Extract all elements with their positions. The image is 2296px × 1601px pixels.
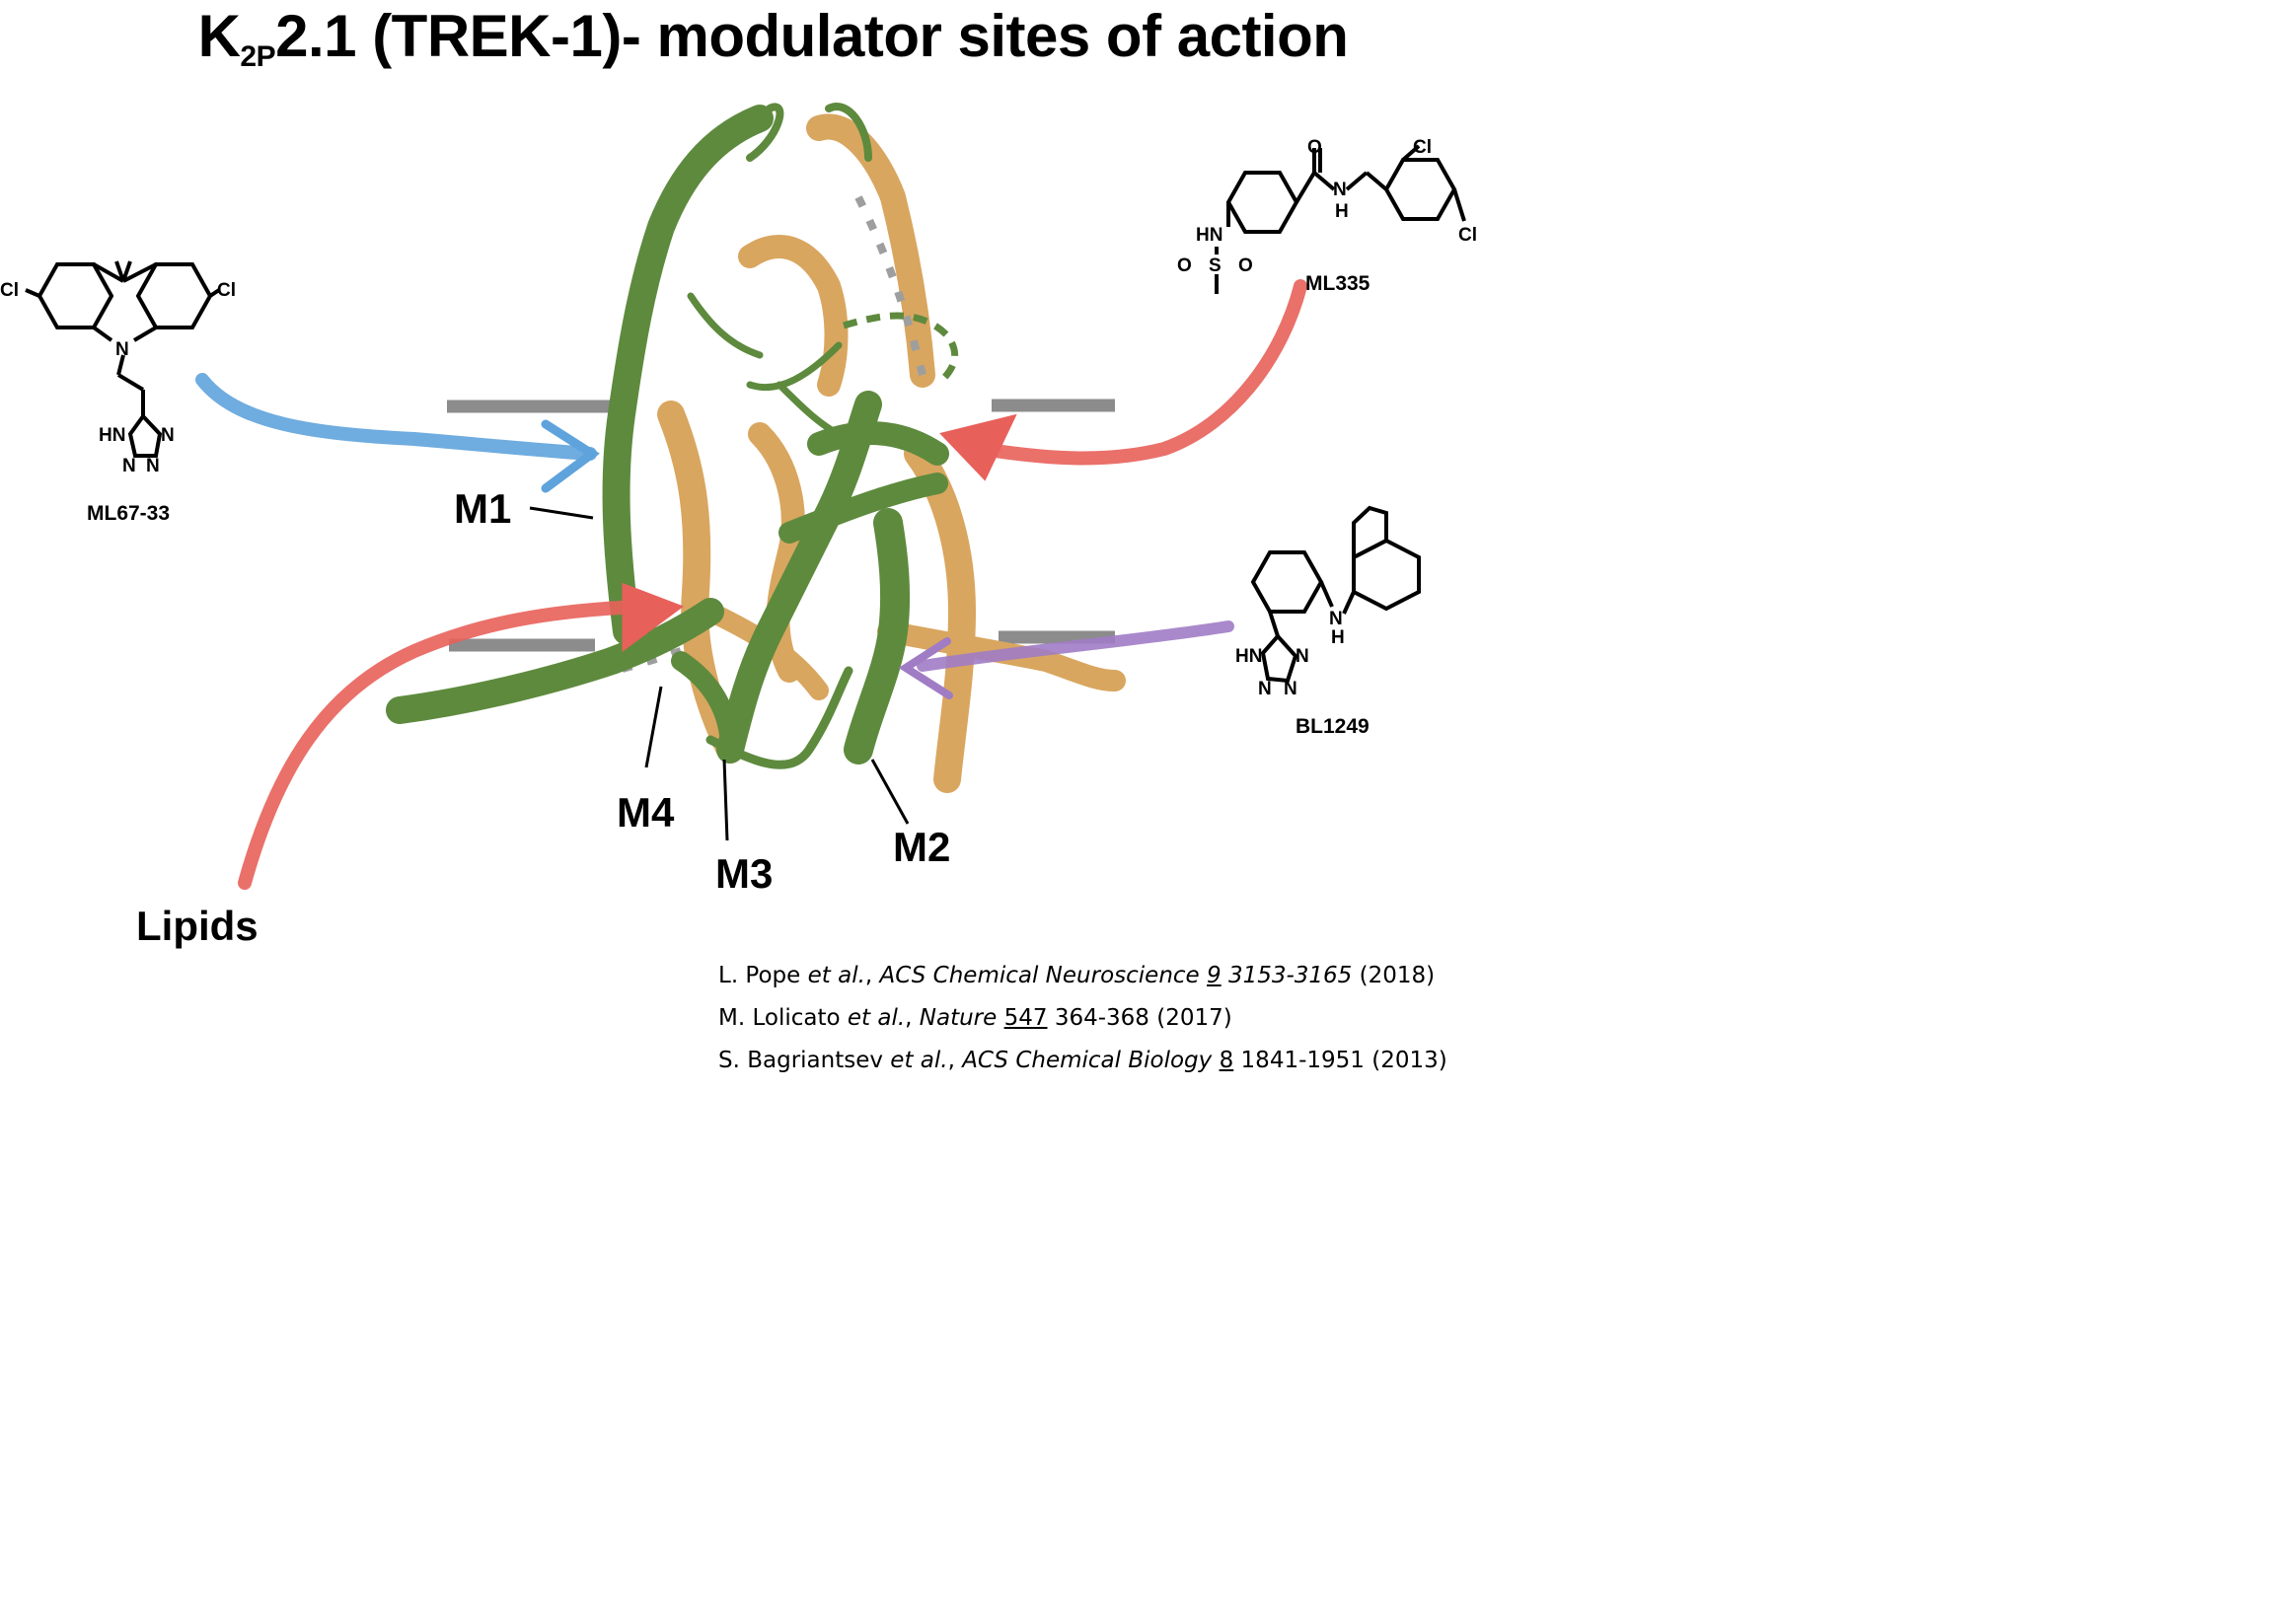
ml335-arrowhead	[939, 413, 1017, 481]
bl1249-atom-n: N	[1329, 609, 1343, 629]
label-m2: M2	[893, 824, 951, 870]
bl1249-atom-h: H	[1331, 627, 1345, 648]
ml335-atom-o-left: O	[1177, 255, 1192, 276]
ml335-atom-hn: HN	[1196, 225, 1222, 246]
ml67-atom-cl-right: Cl	[217, 280, 236, 301]
modulator-arrows	[195, 279, 1307, 890]
m3-pointer	[722, 759, 729, 841]
ml335-atoms: O Cl N H Cl HN O S O	[1177, 137, 1477, 276]
references: L. Pope et al., ACS Chemical Neuroscienc…	[718, 955, 1447, 1082]
page-title: K2P2.1 (TREK-1)- modulator sites of acti…	[197, 3, 1349, 73]
bl1249-atom-n3: N	[1284, 679, 1297, 699]
ml67-atom-n2: N	[122, 456, 136, 476]
m4-pointer	[644, 686, 663, 768]
helix-pointers	[529, 506, 910, 841]
reference-2: M. Lolicato et al., Nature 547 364-368 (…	[718, 1005, 1232, 1031]
bl1249-arrowhead	[898, 637, 953, 699]
ml67-atom-n3: N	[146, 456, 160, 476]
lipids-arrow	[238, 601, 629, 890]
ml335-atom-cl-top: Cl	[1413, 137, 1432, 158]
bl1249-atoms: N H HN N N N	[1235, 609, 1345, 699]
helix-m3-ribbon	[716, 391, 882, 764]
compound-ml67-33-name: ML67-33	[87, 502, 171, 525]
ml67-atom-n: N	[115, 339, 129, 360]
label-m4: M4	[617, 789, 675, 836]
lipids-arrowhead	[622, 582, 685, 652]
helix-m1-ribbon	[602, 105, 774, 645]
ml335-atom-nh: N	[1333, 180, 1347, 200]
ml67-atom-cl-left: Cl	[0, 280, 19, 301]
green-subunit	[386, 103, 949, 769]
ml67-atom-n1: N	[161, 425, 175, 446]
ml335-atom-o: O	[1307, 137, 1322, 158]
ml335-atom-cl-right: Cl	[1458, 225, 1477, 246]
m2-pointer	[870, 759, 910, 825]
tan-subunit	[657, 113, 1126, 793]
disordered-loop	[843, 312, 959, 383]
bl1249-atom-n1: N	[1296, 646, 1309, 667]
m1-pointer	[529, 506, 594, 520]
ml67-structure	[25, 260, 221, 458]
ml335-atom-s: S	[1209, 255, 1222, 276]
ml335-structure	[1215, 144, 1466, 294]
label-m1: M1	[454, 485, 512, 532]
helix-m2-ribbon	[844, 508, 911, 764]
bl1249-arrow	[917, 620, 1234, 672]
bl1249-atom-n2: N	[1258, 679, 1272, 699]
membrane-lines	[447, 399, 1115, 652]
helix-m4-ribbon	[386, 598, 724, 724]
ml67-arrow	[195, 373, 597, 461]
ml335-atom-o-right: O	[1238, 255, 1253, 276]
reference-3: S. Bagriantsev et al., ACS Chemical Biol…	[718, 1048, 1447, 1073]
diagram-canvas: Cl Cl N HN N N N O Cl N H Cl HN O S O	[0, 103, 1477, 890]
label-lipids: Lipids	[136, 903, 259, 949]
ml335-atom-h: H	[1335, 201, 1349, 222]
compound-ml335-name: ML335	[1305, 272, 1370, 295]
reference-1: L. Pope et al., ACS Chemical Neuroscienc…	[718, 963, 1436, 988]
compound-bl1249-name: BL1249	[1296, 715, 1370, 738]
label-m3: M3	[715, 850, 774, 897]
title-subscript: 2P	[240, 40, 276, 73]
ml67-atoms: Cl Cl N HN N N N	[0, 280, 236, 476]
bl1249-structure	[1250, 505, 1421, 684]
ml67-arrowhead	[541, 419, 600, 493]
protein-structure	[386, 103, 1126, 793]
bl1249-atom-hn: HN	[1235, 646, 1262, 667]
ml67-atom-hn: HN	[99, 425, 125, 446]
ml335-arrow	[975, 279, 1307, 466]
